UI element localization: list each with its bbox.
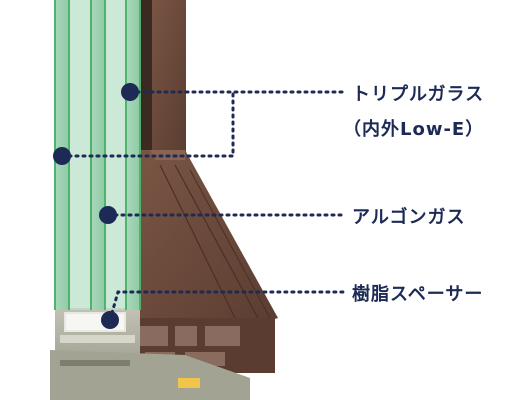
resin-chamber-1 [140,326,168,346]
label-resin-spacer: 樹脂スペーサー [352,284,484,305]
glass-gap-2 [105,0,126,310]
wood-jamb-shadow [140,0,152,180]
leader-low-e [60,90,235,158]
leader-spacer [108,290,347,322]
dot-low-e [53,147,71,165]
wood-jamb [150,0,186,155]
aluminum-detail-1 [60,335,135,343]
aluminum-detail-2 [60,360,130,366]
glass-gap-1 [69,0,91,310]
wood-sill [140,150,278,330]
label-triple-glass: トリプルガラス [352,84,485,105]
dot-triple-glass [121,83,139,101]
dot-argon [99,206,117,224]
yellow-seal [178,378,200,388]
label-low-e: （内外Low-E） [343,119,485,140]
label-argon-gas: アルゴンガス [352,207,466,228]
leader-lines [60,90,347,322]
resin-chamber-2 [175,326,197,346]
dot-spacer [101,311,119,329]
resin-chamber-3 [205,326,240,346]
